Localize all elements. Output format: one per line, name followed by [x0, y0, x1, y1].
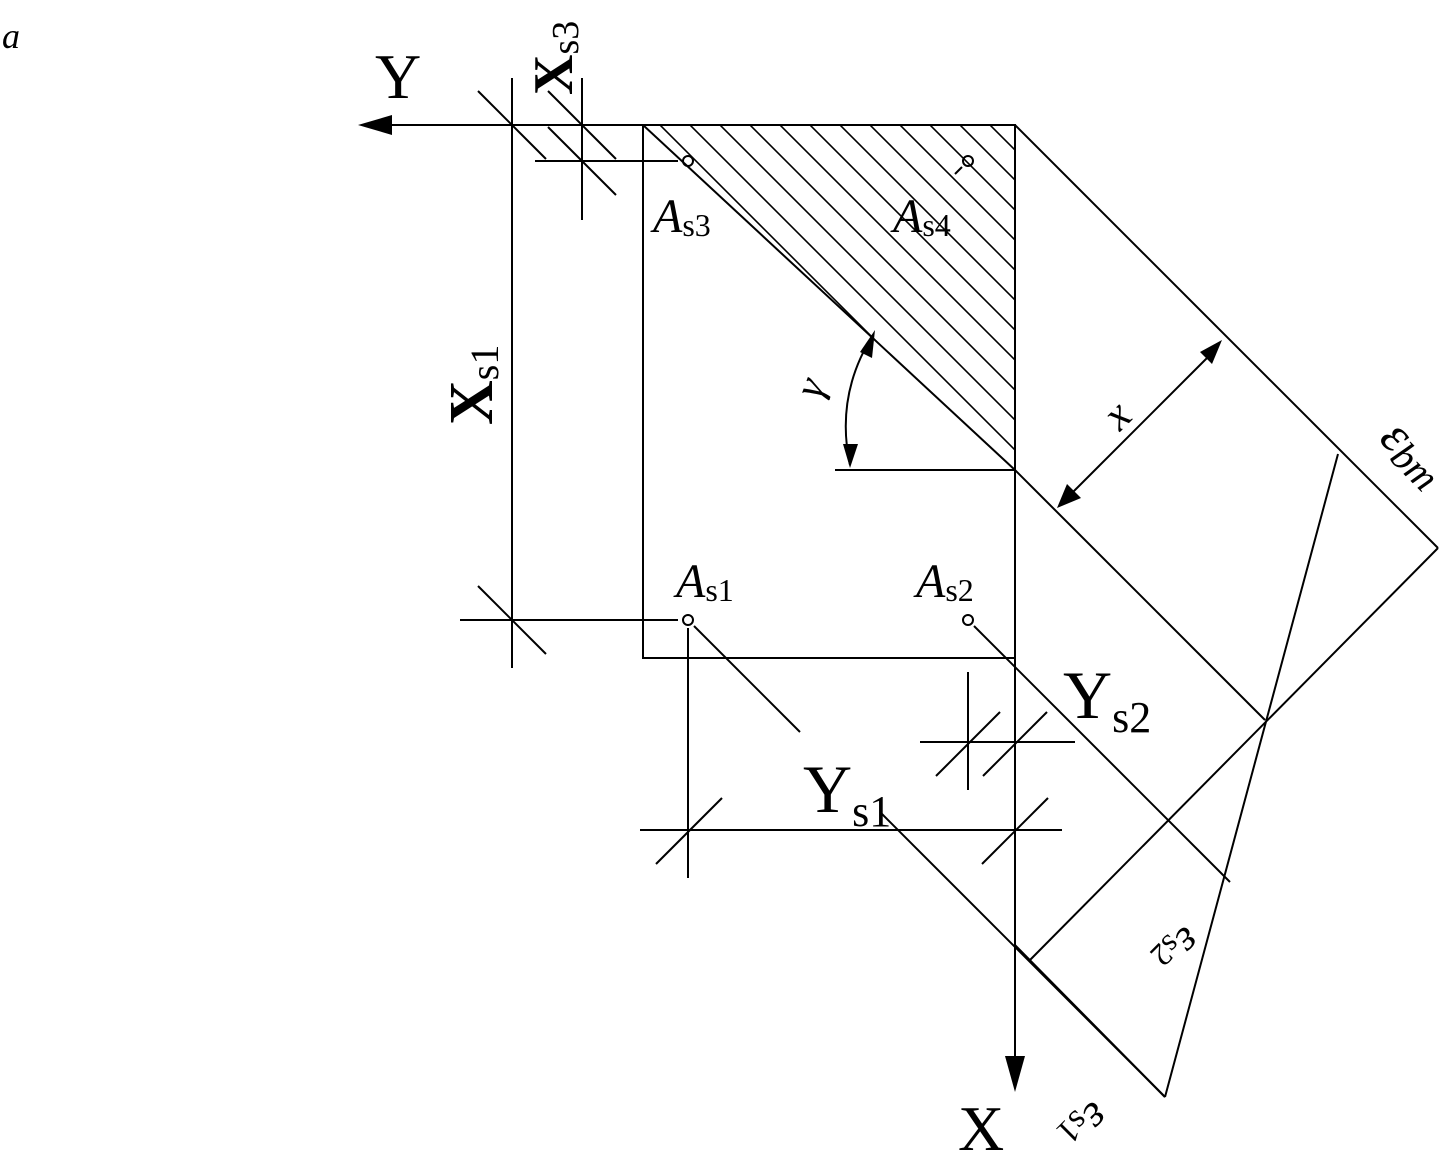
angle-arrow-top [860, 330, 875, 358]
figure-label: a [2, 16, 20, 56]
rebar-label-as3: As3 [650, 190, 711, 243]
depth-dimension-line [1069, 354, 1211, 496]
y-axis-label: Y [375, 41, 421, 112]
dimension-label-ys2: Ys2 [1063, 657, 1151, 742]
compression-zone-hatch [643, 125, 1015, 470]
rebar-as2 [962, 614, 974, 626]
rebar-as1 [682, 614, 694, 626]
dimension-ticks-x [477, 90, 617, 655]
dimension-label-xs3: Xs3 [523, 21, 587, 95]
strain-label-bm: εbm [1367, 408, 1453, 499]
strain-line-top [1014, 124, 1439, 549]
neutral-axis [642, 124, 1016, 471]
rebar-as4 [962, 155, 974, 167]
depth-label: x [1092, 390, 1141, 439]
depth-arrow-bottom [1057, 484, 1081, 508]
dimension-label-xs1: Xs1 [438, 345, 507, 425]
neutral-axis-extension [1014, 469, 1266, 721]
strain-label-s2: εs2 [1143, 916, 1212, 985]
angle-arrow-bottom [843, 444, 858, 468]
y-axis-arrow [358, 115, 392, 135]
rebar-label-as4: As4 [890, 190, 951, 243]
depth-arrow-top [1200, 340, 1222, 364]
strain-line-bottom [1014, 944, 1166, 1098]
rebar-label-as1: As1 [673, 555, 734, 608]
x-axis-label: X [958, 1093, 1004, 1152]
angle-label: γ [786, 371, 835, 404]
strain-line-compression [1029, 547, 1439, 961]
x-axis-arrow [1005, 1056, 1025, 1092]
dimension-ticks-y [655, 711, 1049, 865]
strain-label-s1: εs1 [1049, 1090, 1122, 1152]
rebar-as3 [682, 155, 694, 167]
dimension-label-ys1: Ys1 [803, 751, 891, 836]
leader-line-as4 [954, 166, 963, 175]
strain-line-tension [1164, 453, 1339, 1098]
leader-line-as2 [973, 625, 1231, 883]
rebar-label-as2: As2 [913, 555, 974, 608]
leader-line-as1 [693, 625, 801, 733]
